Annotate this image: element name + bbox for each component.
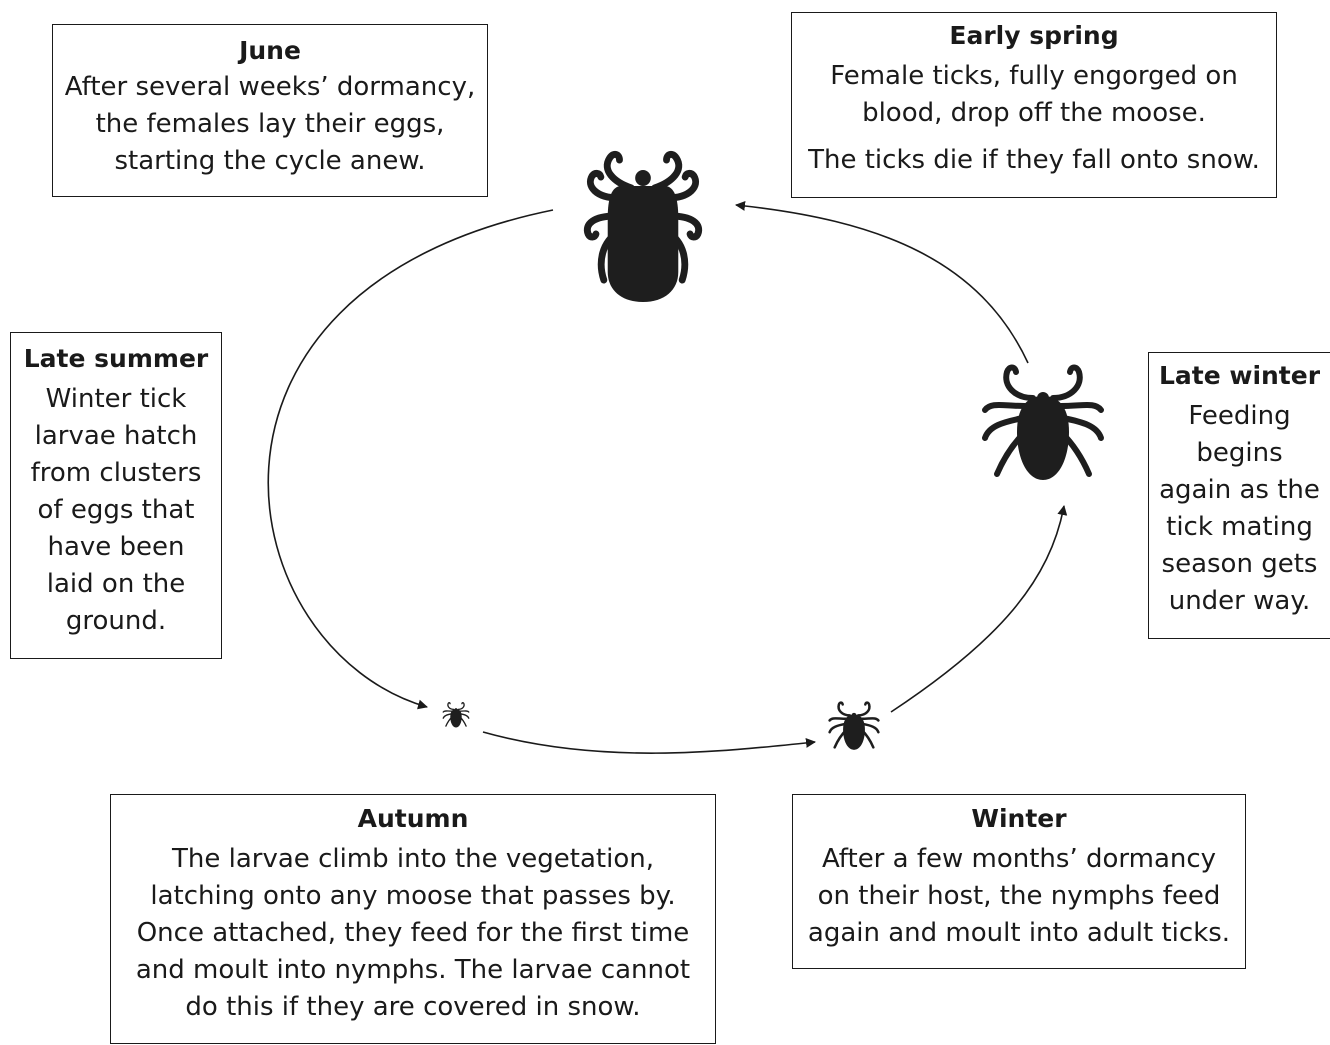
stage-title-late-summer: Late summer [11, 341, 221, 377]
stage-text-line: again and moult into adult ticks. [793, 915, 1245, 952]
stage-box-autumn: Autumn The larvae climb into the vegetat… [110, 794, 716, 1044]
arrow-winter-path [891, 506, 1064, 712]
stage-text-line: larvae hatch [11, 418, 221, 455]
stage-title-late-winter: Late winter [1149, 358, 1330, 394]
arrow-late-winter-to-early-spring [736, 205, 1028, 363]
stage-box-june: June After several weeks’ dormancy, the … [52, 24, 488, 197]
stage-text-line: on their host, the nymphs feed [793, 878, 1245, 915]
stage-text-line: Winter tick [11, 381, 221, 418]
stage-text-line: Feeding [1149, 398, 1330, 435]
larva-tick-icon [443, 703, 469, 728]
stage-text-line: Once attached, they feed for the first t… [111, 915, 715, 952]
stage-text-line: season gets [1149, 546, 1330, 583]
arrow-autumn-path [483, 732, 815, 753]
stage-text-line: again as the [1149, 472, 1330, 509]
stage-text-line: under way. [1149, 583, 1330, 620]
stage-text-line: Female ticks, fully engorged on [792, 58, 1276, 95]
stage-title-autumn: Autumn [111, 801, 715, 837]
adult-tick-icon [985, 368, 1101, 481]
stage-note: The ticks die if they fall onto snow. [792, 142, 1276, 179]
stage-title-june: June [53, 33, 487, 69]
stage-title-winter: Winter [793, 801, 1245, 837]
engorged-female-tick-icon [587, 154, 698, 302]
stage-text-line: tick mating [1149, 509, 1330, 546]
stage-box-late-summer: Late summer Winter tick larvae hatch fro… [10, 332, 222, 659]
stage-text-line: from clusters [11, 455, 221, 492]
stage-text-line: the females lay their eggs, [53, 106, 487, 143]
arrow-june-to-late-summer [268, 210, 553, 707]
stage-text-line: After a few months’ dormancy [793, 841, 1245, 878]
stage-text-line: After several weeks’ dormancy, [53, 69, 487, 106]
stage-text-line: laid on the [11, 566, 221, 603]
stage-text-line: begins [1149, 435, 1330, 472]
stage-text-line: starting the cycle anew. [53, 143, 487, 180]
stage-box-early-spring: Early spring Female ticks, fully engorge… [791, 12, 1277, 198]
stage-title-early-spring: Early spring [792, 18, 1276, 54]
stage-text-line: of eggs that [11, 492, 221, 529]
stage-text-line: and moult into nymphs. The larvae cannot [111, 952, 715, 989]
stage-box-winter: Winter After a few months’ dormancy on t… [792, 794, 1246, 969]
nymph-tick-icon [830, 703, 879, 750]
stage-text-line: ground. [11, 603, 221, 640]
stage-text-line: have been [11, 529, 221, 566]
stage-text-line: latching onto any moose that passes by. [111, 878, 715, 915]
stage-box-late-winter: Late winter Feeding begins again as the … [1148, 352, 1330, 639]
stage-text-line: blood, drop off the moose. [792, 95, 1276, 132]
stage-text-line: do this if they are covered in snow. [111, 989, 715, 1026]
stage-text-line: The larvae climb into the vegetation, [111, 841, 715, 878]
